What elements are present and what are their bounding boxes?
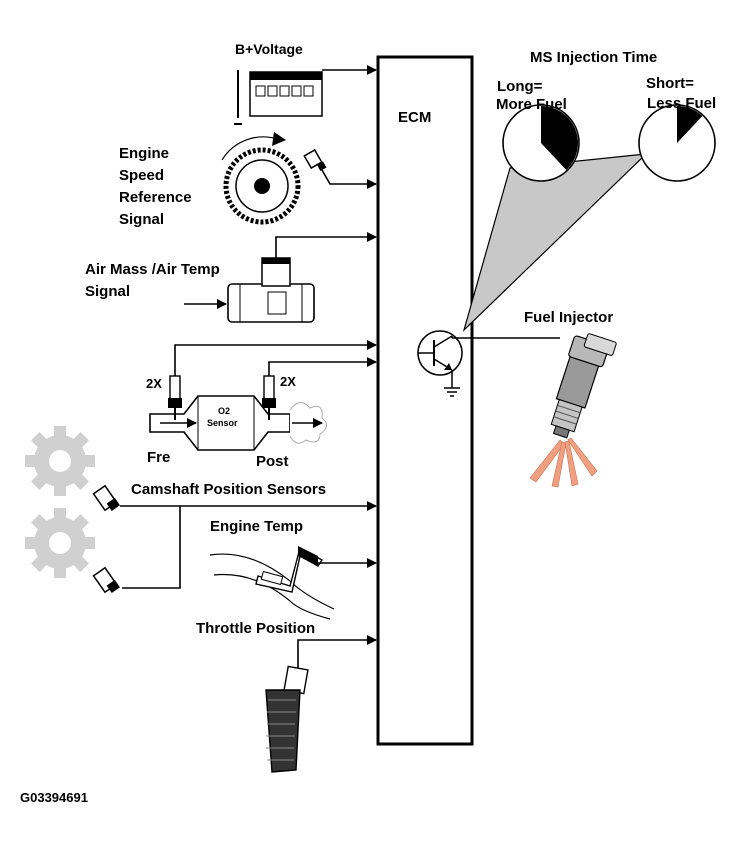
long-label-1: Long= — [497, 78, 543, 95]
two-x-right-label: 2X — [280, 374, 296, 389]
camshaft-label: Camshaft Position Sensors — [131, 481, 326, 498]
engine-speed-wire — [321, 169, 377, 189]
injection-time-beam — [462, 153, 648, 332]
long-label-2: More Fuel — [496, 96, 567, 113]
battery-icon — [234, 70, 323, 125]
o2-sensor-label-1: O2 — [218, 406, 230, 416]
crank-sensor-icon — [303, 148, 327, 171]
short-pulse-wedge — [677, 106, 703, 143]
ecm-box — [376, 55, 474, 746]
fuel-spray-icon — [529, 437, 598, 488]
fuel-injector-label: Fuel Injector — [524, 309, 613, 326]
long-pulse-wedge — [541, 106, 579, 170]
cam-sensor-bottom-icon — [92, 566, 120, 594]
fuel-injector-icon — [550, 333, 617, 439]
throttle-label: Throttle Position — [196, 620, 315, 637]
pre-o2-wire — [174, 340, 377, 376]
short-label-1: Short= — [646, 75, 694, 92]
mass-air-flow-sensor-icon — [227, 257, 315, 323]
ecm-label: ECM — [398, 109, 431, 126]
crank-reluctor-wheel-icon — [221, 132, 301, 225]
engine-speed-label-1: Engine — [119, 145, 169, 162]
throttle-pedal-icon — [265, 665, 309, 773]
short-label-2: Less Fuel — [647, 95, 716, 112]
ms-injection-time-label: MS Injection Time — [530, 49, 657, 66]
throttle-wire — [297, 635, 377, 668]
o2-sensor-label-2: Sensor — [207, 418, 238, 428]
post-o2-wire — [268, 357, 377, 376]
b-voltage-label: B+Voltage — [235, 41, 303, 57]
cam-sensor-top-icon — [92, 484, 120, 512]
cam-gear-bottom-icon — [25, 508, 95, 578]
cam-bottom-wire — [122, 506, 181, 589]
engine-temp-label: Engine Temp — [210, 518, 303, 535]
engine-speed-label-4: Signal — [119, 211, 164, 228]
injector-driver-transistor-icon — [417, 330, 463, 397]
engine-speed-label-3: Reference — [119, 189, 192, 206]
air-mass-wire — [275, 232, 377, 258]
air-mass-label-1: Air Mass /Air Temp — [85, 261, 220, 278]
figure-id-label: G03394691 — [20, 790, 88, 805]
cam-gear-top-icon — [25, 426, 95, 496]
post-label: Post — [256, 453, 289, 470]
engine-speed-label-2: Speed — [119, 167, 164, 184]
pre-label: Fre — [147, 449, 170, 466]
coolant-temp-sensor-icon — [209, 546, 335, 620]
two-x-left-label: 2X — [146, 376, 162, 391]
air-mass-label-2: Signal — [85, 283, 130, 300]
